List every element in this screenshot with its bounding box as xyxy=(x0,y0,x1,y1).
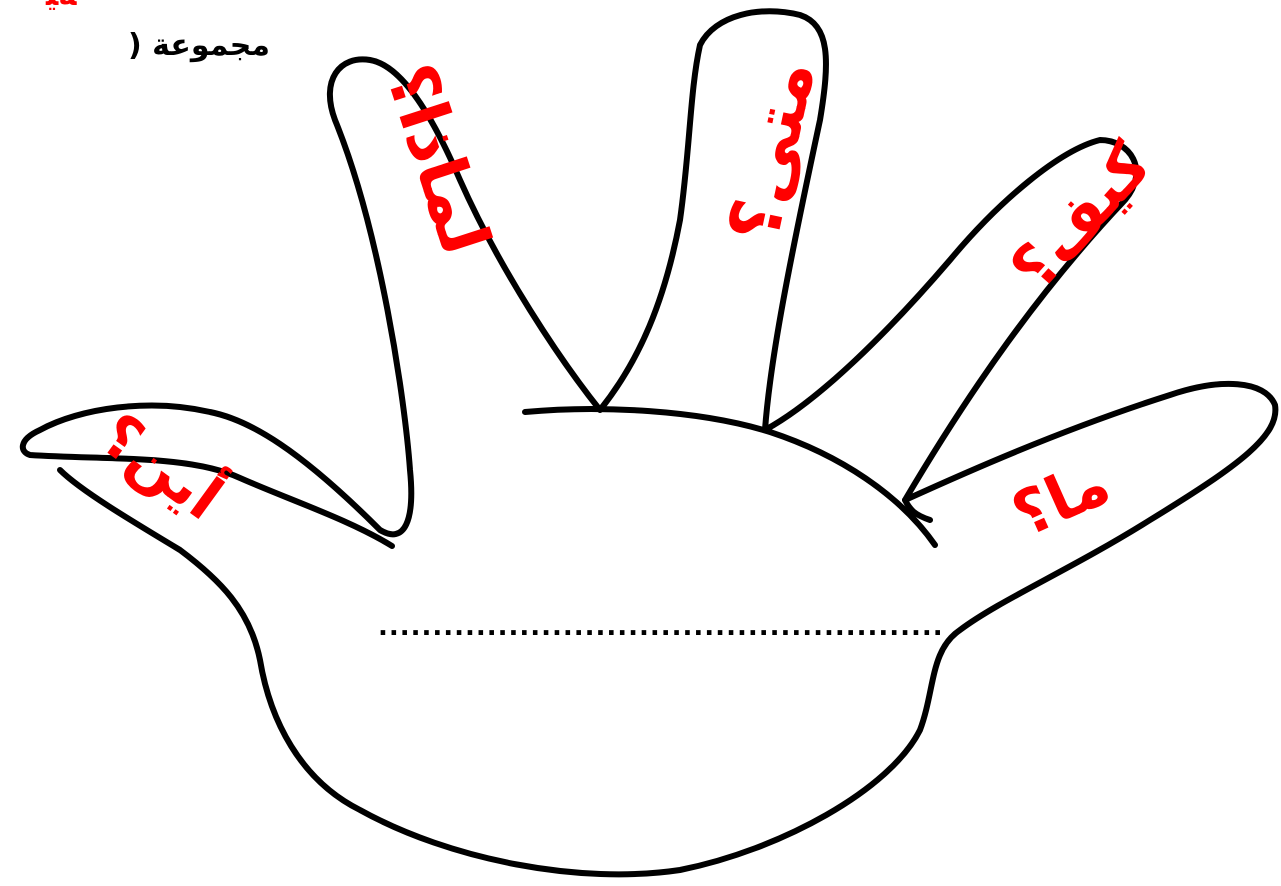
answer-input-line[interactable]: ........................................… xyxy=(378,612,944,642)
